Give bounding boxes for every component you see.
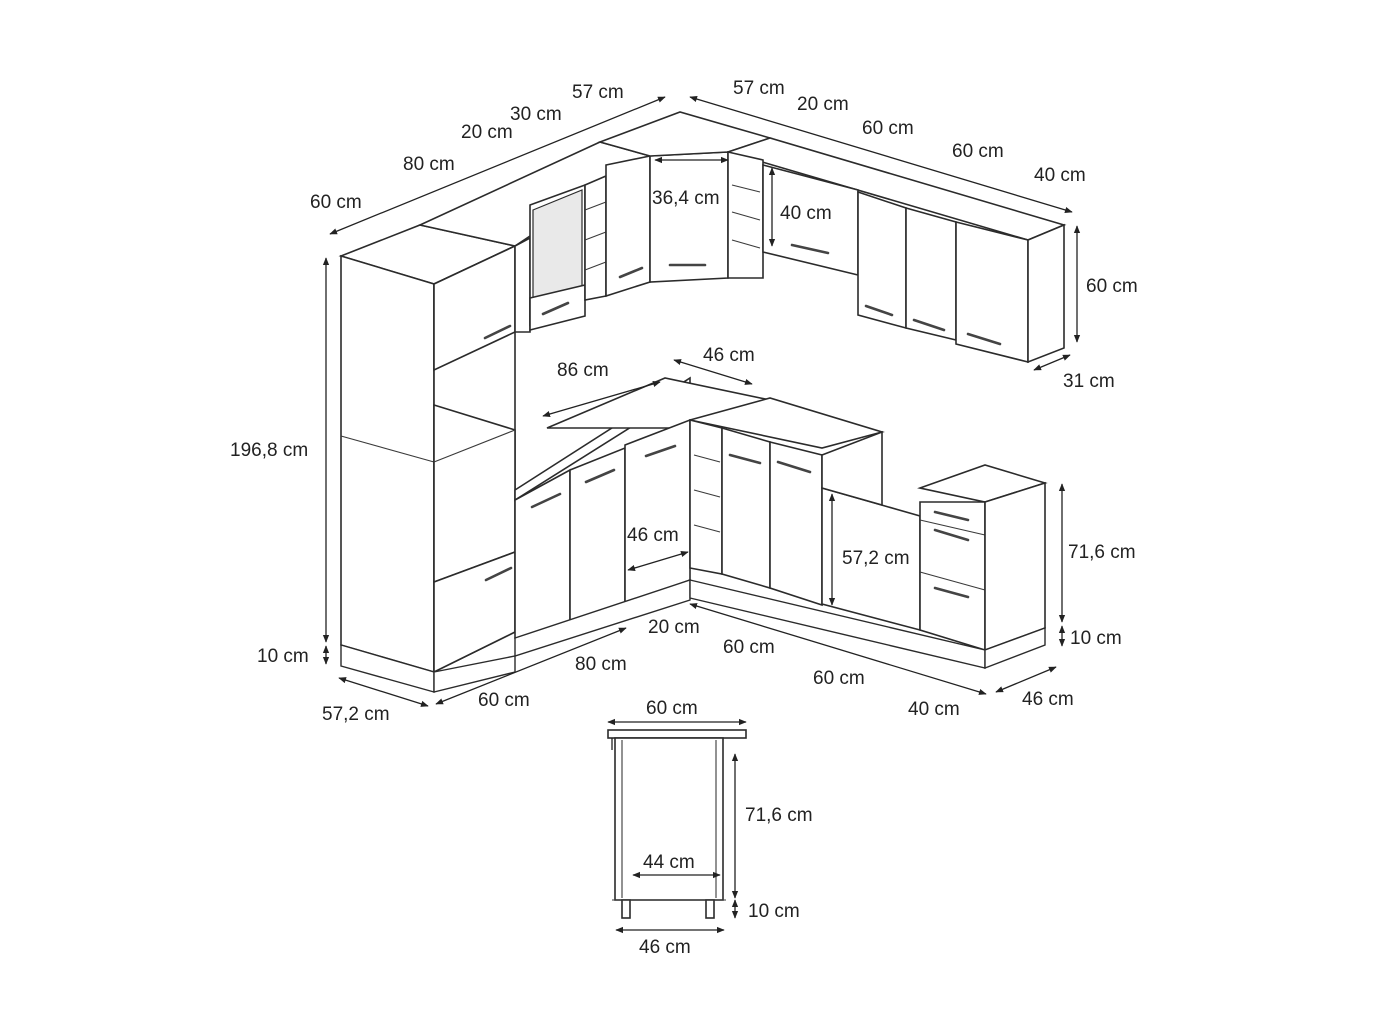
tall-cabinet (338, 224, 518, 693)
base-right-cabinets (689, 397, 1048, 670)
label-corner-36-4: 36,4 cm (652, 188, 720, 209)
label-top-right-57: 57 cm (733, 78, 785, 99)
dimension-labels: 60 cm 80 cm 20 cm 30 cm 57 cm 57 cm 20 c… (230, 78, 1138, 958)
label-upper-40: 40 cm (780, 203, 832, 224)
label-tall-depth: 57,2 cm (322, 704, 390, 725)
label-top-left-20: 20 cm (461, 122, 513, 143)
label-upper-depth-31: 31 cm (1063, 371, 1115, 392)
label-bottom-20: 20 cm (648, 617, 700, 638)
label-base-71-6: 71,6 cm (1068, 542, 1136, 563)
label-base-46-inner: 46 cm (627, 525, 679, 546)
label-base-57-2: 57,2 cm (842, 548, 910, 569)
label-tall-height: 196,8 cm (230, 440, 308, 461)
label-bottom-60a: 60 cm (723, 637, 775, 658)
label-top-left-30: 30 cm (510, 104, 562, 125)
label-side-height-71-6: 71,6 cm (745, 805, 813, 826)
label-top-left-60: 60 cm (310, 192, 362, 213)
label-top-right-20: 20 cm (797, 94, 849, 115)
label-side-inner-44: 44 cm (643, 852, 695, 873)
label-top-left-80: 80 cm (403, 154, 455, 175)
label-bottom-80: 80 cm (575, 654, 627, 675)
label-side-leg-10: 10 cm (748, 901, 800, 922)
upper-right-cabinets (725, 137, 1067, 364)
label-side-depth-46: 46 cm (639, 937, 691, 958)
label-top-right-60a: 60 cm (862, 118, 914, 139)
label-base-46-top: 46 cm (703, 345, 755, 366)
label-base-depth-46: 46 cm (1022, 689, 1074, 710)
label-top-left-57: 57 cm (572, 82, 624, 103)
label-upper-height-60: 60 cm (1086, 276, 1138, 297)
label-bottom-60b: 60 cm (813, 668, 865, 689)
dimension-lines (322, 96, 1081, 934)
label-side-width-60: 60 cm (646, 698, 698, 719)
label-top-right-60b: 60 cm (952, 141, 1004, 162)
label-bottom-60: 60 cm (478, 690, 530, 711)
label-base-86: 86 cm (557, 360, 609, 381)
side-view-cabinet (607, 729, 747, 919)
label-bottom-40: 40 cm (908, 699, 960, 720)
label-top-right-40: 40 cm (1034, 165, 1086, 186)
label-tall-plinth: 10 cm (257, 646, 309, 667)
label-base-plinth-10: 10 cm (1070, 628, 1122, 649)
